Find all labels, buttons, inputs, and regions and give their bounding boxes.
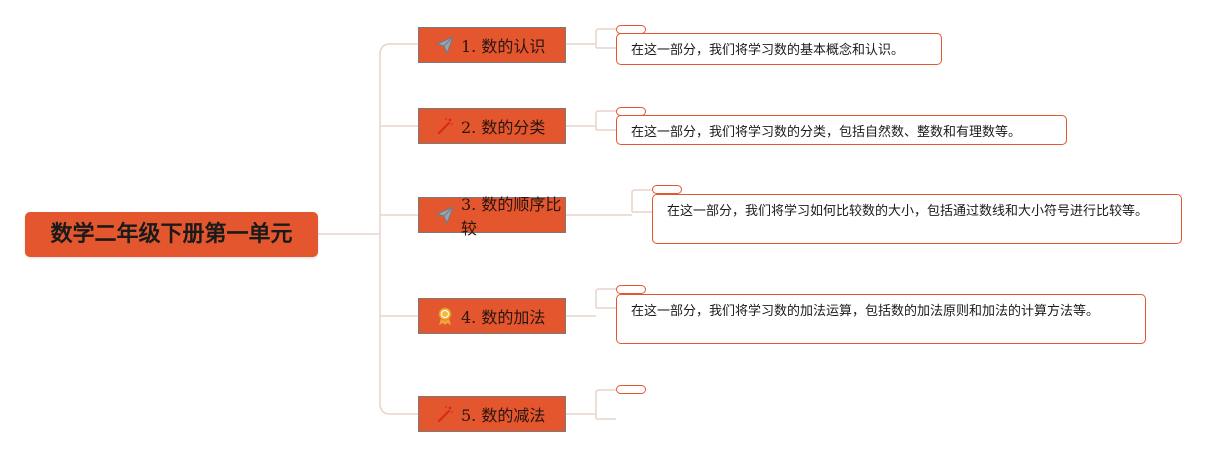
branch-label: 2. 数的分类 (461, 118, 546, 137)
root-topic[interactable]: 数学二年级下册第一单元 (25, 212, 318, 257)
branch-topic-3[interactable]: 3. 数的顺序比较 (418, 195, 566, 238)
paper-plane-icon (435, 35, 455, 55)
branch-label: 4. 数的加法 (461, 308, 546, 327)
note-tab-5 (616, 385, 646, 394)
branch-topic-2[interactable]: 2. 数的分类 (418, 108, 566, 144)
branch-label: 3. 数的顺序比较 (461, 195, 562, 238)
award-ribbon-icon (435, 306, 455, 326)
note-2: 在这一部分，我们将学习数的分类，包括自然数、整数和有理数等。 (616, 115, 1067, 145)
branch-topic-1[interactable]: 1. 数的认识 (418, 27, 566, 63)
paper-plane-icon (435, 205, 455, 225)
magic-wand-icon (435, 404, 455, 424)
branch-topic-4[interactable]: 4. 数的加法 (418, 298, 566, 334)
note-4: 在这一部分，我们将学习数的加法运算，包括数的加法原则和加法的计算方法等。 (616, 294, 1146, 344)
note-3: 在这一部分，我们将学习如何比较数的大小，包括通过数线和大小符号进行比较等。 (652, 194, 1182, 244)
branch-label: 1. 数的认识 (461, 37, 546, 56)
branch-topic-5[interactable]: 5. 数的减法 (418, 396, 566, 432)
note-1: 在这一部分，我们将学习数的基本概念和认识。 (616, 33, 942, 65)
magic-wand-icon (435, 116, 455, 136)
note-tab-4 (616, 285, 646, 294)
branch-label: 5. 数的减法 (461, 406, 546, 425)
note-tab-3 (652, 185, 682, 194)
